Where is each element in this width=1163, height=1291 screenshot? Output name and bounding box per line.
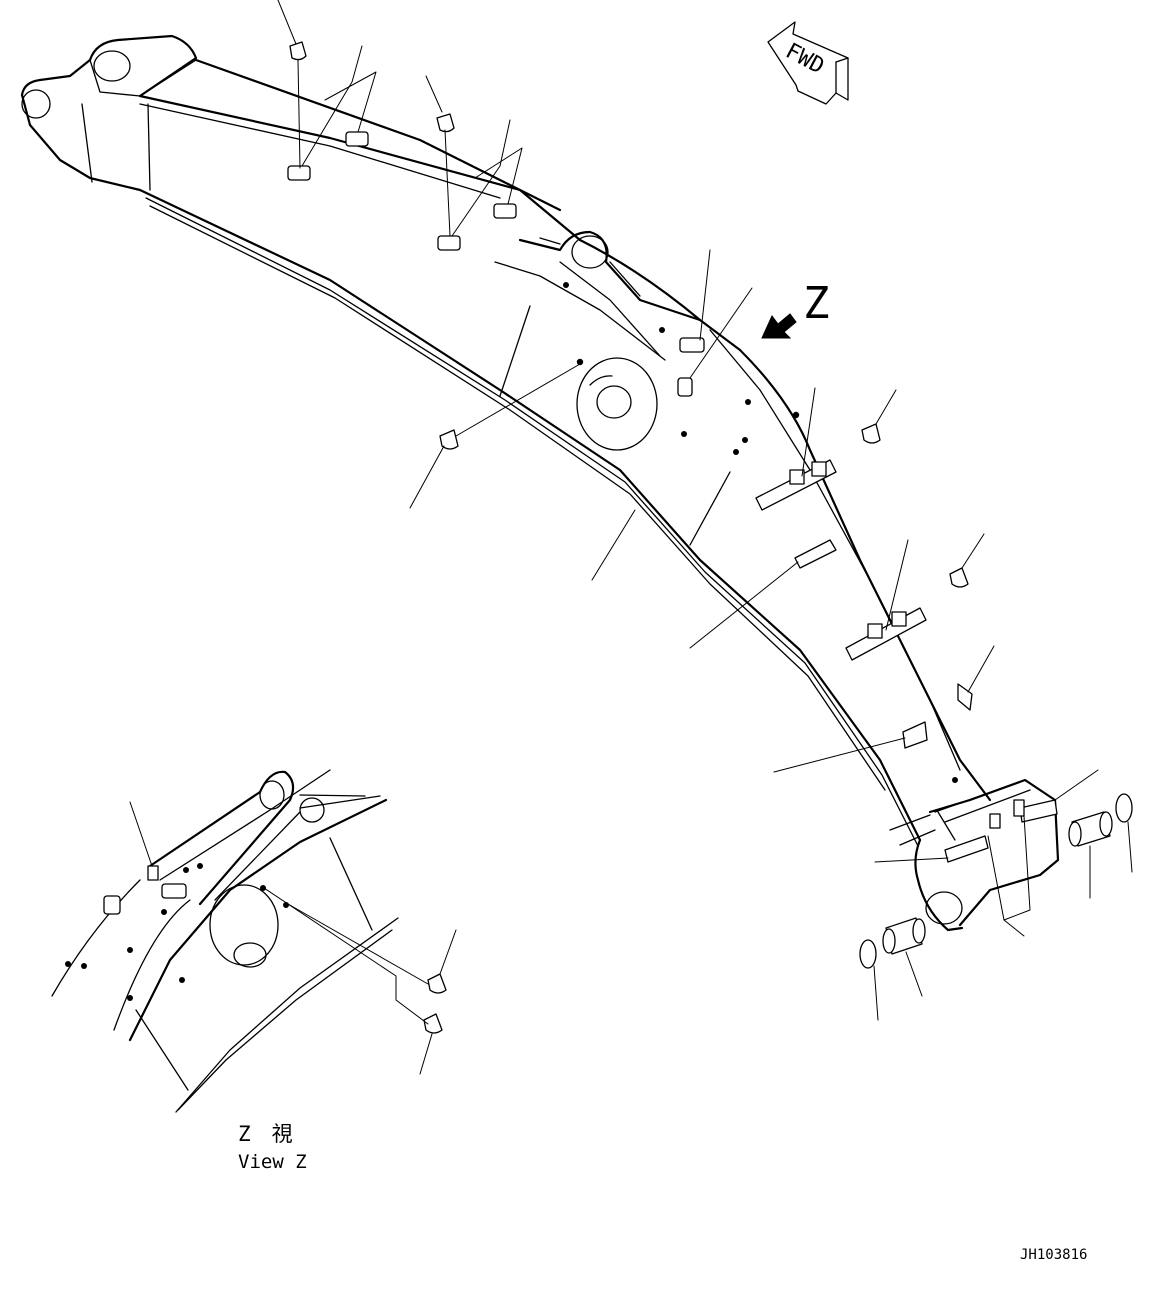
drawing-number: JH103816	[1020, 1247, 1087, 1263]
leader-lines	[278, 0, 1132, 1020]
boom-clamps	[288, 132, 1057, 862]
o-ring-right	[1116, 794, 1132, 822]
boom-outline	[22, 36, 1058, 930]
arm-cylinder-pin-boss	[572, 236, 608, 268]
side-boss-disk	[577, 358, 657, 450]
o-ring-left	[860, 940, 876, 968]
loose-parts	[290, 42, 1132, 968]
bushing-right	[1069, 812, 1112, 846]
view-caption-jp: Z 視	[238, 1122, 293, 1146]
foot-pin-boss-lower	[22, 90, 50, 118]
view-z-arrow: Z	[762, 278, 830, 338]
arm-pin-boss	[926, 892, 962, 924]
view-z-detail	[52, 770, 456, 1112]
view-caption-en: View Z	[238, 1151, 307, 1173]
foot-pin-boss-upper	[94, 51, 130, 81]
fwd-direction-marker: FWD	[768, 22, 848, 104]
view-arrow-label: Z	[803, 278, 830, 329]
bushing-left	[883, 918, 925, 954]
